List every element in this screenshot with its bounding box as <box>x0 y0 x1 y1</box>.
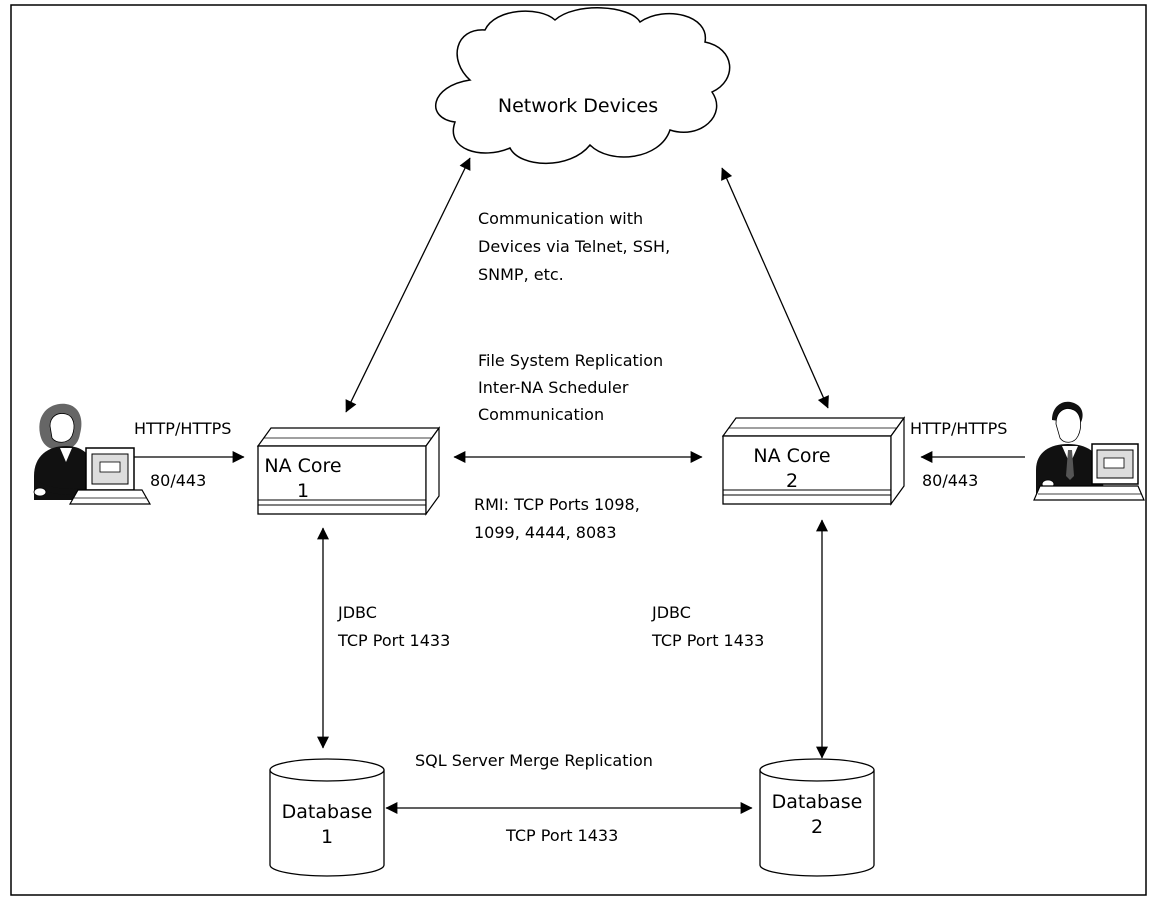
replication-line-3: Communication <box>478 405 604 424</box>
database-2-number: 2 <box>811 816 823 838</box>
database-2-label: Database <box>772 791 863 813</box>
jdbc-right-line-2: TCP Port 1433 <box>651 631 764 650</box>
database-1-label: Database <box>282 801 373 823</box>
replication-line-2: Inter-NA Scheduler <box>478 378 629 397</box>
database-1-number: 1 <box>321 826 333 848</box>
device-comm-line-2: Devices via Telnet, SSH, <box>478 237 670 256</box>
jdbc-right-line-1: JDBC <box>651 603 691 622</box>
user-workstation-female-icon <box>33 403 152 505</box>
jdbc-left-line-1: JDBC <box>337 603 377 622</box>
device-comm-line-1: Communication with <box>478 209 643 228</box>
database-1: Database 1 <box>269 758 385 877</box>
replication-line-1: File System Replication <box>478 351 663 370</box>
web-left-protocol: HTTP/HTTPS <box>134 419 231 438</box>
cloud-label: Network Devices <box>498 95 658 117</box>
diagram-border <box>10 4 1147 896</box>
na-core-2: NA Core 2 <box>721 416 906 506</box>
cloud-core2-arrow <box>721 167 829 409</box>
db-replication-port: TCP Port 1433 <box>505 826 618 845</box>
rmi-line-2: 1099, 4444, 8083 <box>474 523 617 542</box>
db-replication-title: SQL Server Merge Replication <box>415 751 653 770</box>
database-2: Database 2 <box>759 758 875 877</box>
na-core-2-label: NA Core <box>753 445 830 467</box>
device-comm-line-3: SNMP, etc. <box>478 265 564 284</box>
user-workstation-male-icon <box>1033 401 1145 501</box>
network-devices-cloud: Network Devices <box>435 7 731 165</box>
web-left-ports: 80/443 <box>150 471 206 490</box>
na-core-1: NA Core 1 <box>256 426 441 516</box>
na-core-1-label: NA Core <box>264 455 341 477</box>
na-core-1-number: 1 <box>297 480 309 502</box>
web-right-ports: 80/443 <box>922 471 978 490</box>
jdbc-left-line-2: TCP Port 1433 <box>337 631 450 650</box>
web-right-protocol: HTTP/HTTPS <box>910 419 1007 438</box>
na-core-2-number: 2 <box>786 470 798 492</box>
rmi-line-1: RMI: TCP Ports 1098, <box>474 495 640 514</box>
cloud-core1-arrow <box>345 157 471 413</box>
